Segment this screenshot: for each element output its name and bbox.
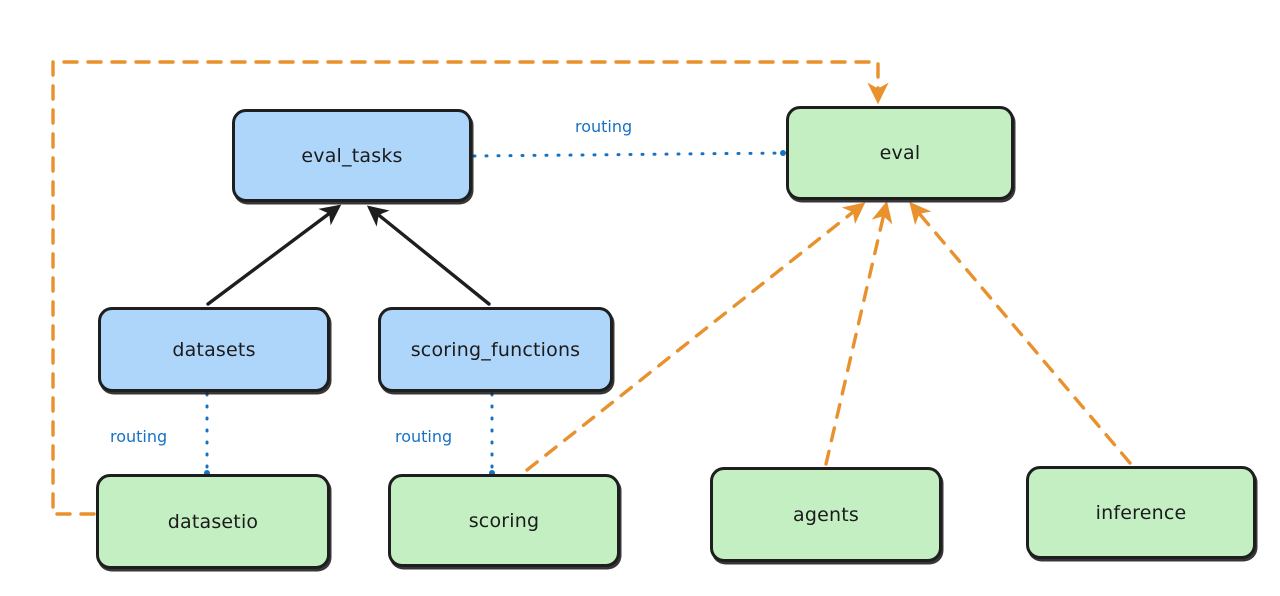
node-eval[interactable]: eval <box>786 106 1014 200</box>
node-inference[interactable]: inference <box>1026 466 1256 559</box>
edge-scoring-functions-to-eval-tasks <box>366 205 491 306</box>
edge-datasets-to-eval-tasks <box>206 204 342 306</box>
edge-label-routing-scoring-functions-scoring: routing <box>395 427 453 446</box>
node-agents[interactable]: agents <box>710 467 942 562</box>
edge-scoring-functions-to-scoring <box>489 392 495 476</box>
node-scoring-functions[interactable]: scoring_functions <box>378 307 613 392</box>
edge-datasetio-to-eval <box>51 60 889 516</box>
edge-eval-tasks-to-eval <box>472 150 786 158</box>
node-label: scoring <box>468 509 540 532</box>
node-eval-tasks[interactable]: eval_tasks <box>232 109 472 202</box>
edge-inference-to-eval <box>909 201 1132 465</box>
edge-datasets-to-datasetio <box>204 392 210 476</box>
node-label: inference <box>1095 501 1187 524</box>
node-label: scoring_functions <box>410 338 581 361</box>
edge-scoring-to-eval <box>525 202 866 472</box>
edge-label-routing-datasets-datasetio: routing <box>110 427 168 446</box>
edge-label-routing-eval-tasks-eval: routing <box>575 117 633 136</box>
edge-agents-to-eval <box>824 200 893 466</box>
node-label: agents <box>793 503 859 526</box>
node-label: eval_tasks <box>301 144 403 167</box>
node-label: eval <box>879 142 921 164</box>
node-datasets[interactable]: datasets <box>98 307 330 392</box>
node-scoring[interactable]: scoring <box>388 474 620 567</box>
node-datasetio[interactable]: datasetio <box>96 474 330 569</box>
node-label: datasetio <box>167 510 259 533</box>
node-label: datasets <box>172 338 256 361</box>
